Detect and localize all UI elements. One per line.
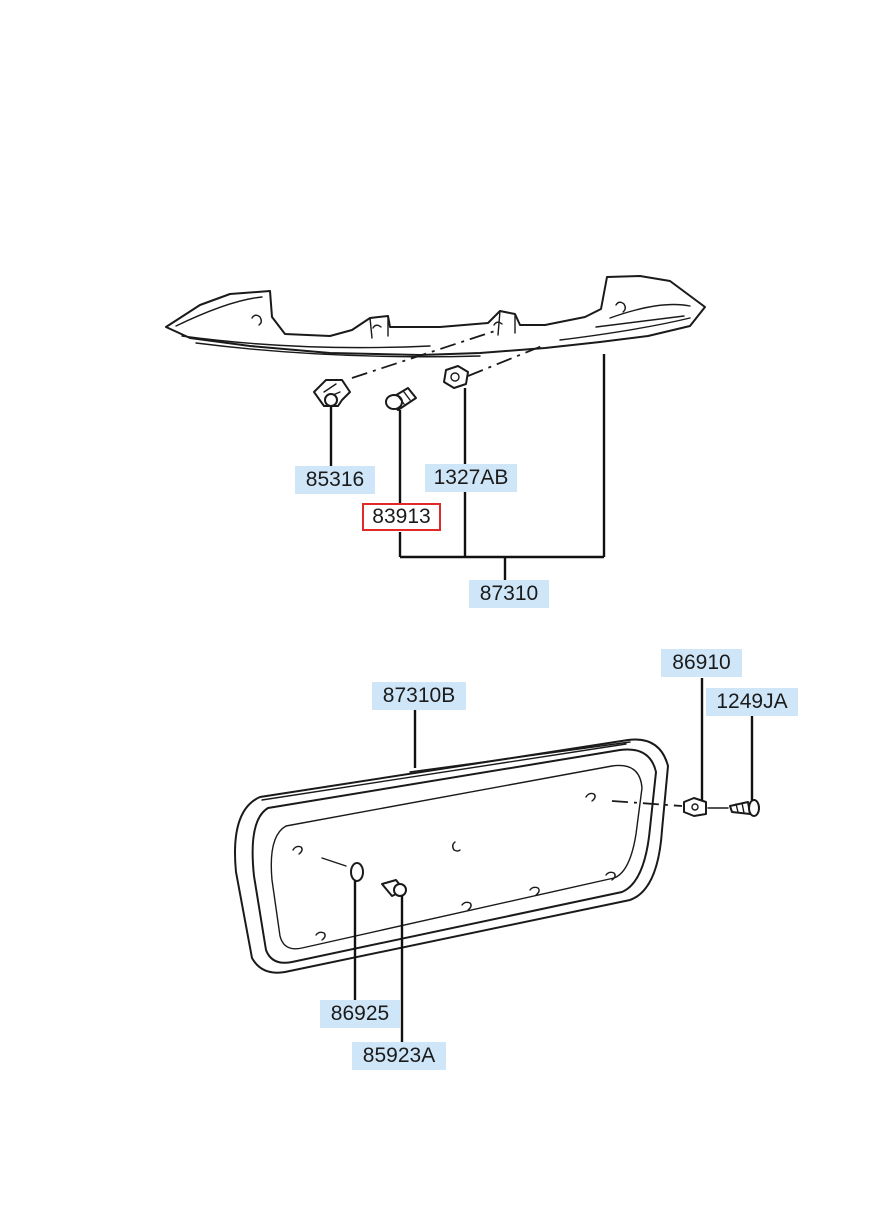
nut-icon	[443, 365, 469, 389]
part-label-87310B[interactable]: 87310B	[372, 682, 466, 710]
alignment-line	[351, 329, 499, 379]
part-label-87310[interactable]: 87310	[469, 580, 549, 608]
part-label-83913[interactable]: 83913	[362, 503, 441, 531]
clip-nut-icon	[683, 797, 707, 817]
part-label-86925[interactable]: 86925	[320, 1000, 400, 1028]
part-label-1327AB[interactable]: 1327AB	[425, 464, 517, 492]
alignment-line	[611, 800, 683, 807]
part-label-1249JA[interactable]: 1249JA	[706, 688, 798, 716]
part-label-86910[interactable]: 86910	[661, 649, 742, 677]
bolt-icon	[385, 387, 417, 411]
alignment-line	[321, 857, 347, 867]
lamp-part	[234, 738, 669, 974]
grommet-icon	[350, 862, 364, 882]
leader-lines-lower	[353, 678, 754, 1042]
alignment-line	[467, 345, 543, 377]
part-label-85316[interactable]: 85316	[295, 466, 375, 494]
screw-icon	[381, 879, 407, 897]
part-label-85923A[interactable]: 85923A	[352, 1042, 446, 1070]
leader-lines-upper	[329, 354, 606, 580]
spoiler-part	[165, 275, 706, 358]
clip-icon	[313, 379, 351, 407]
tapping-screw-icon	[729, 799, 760, 817]
